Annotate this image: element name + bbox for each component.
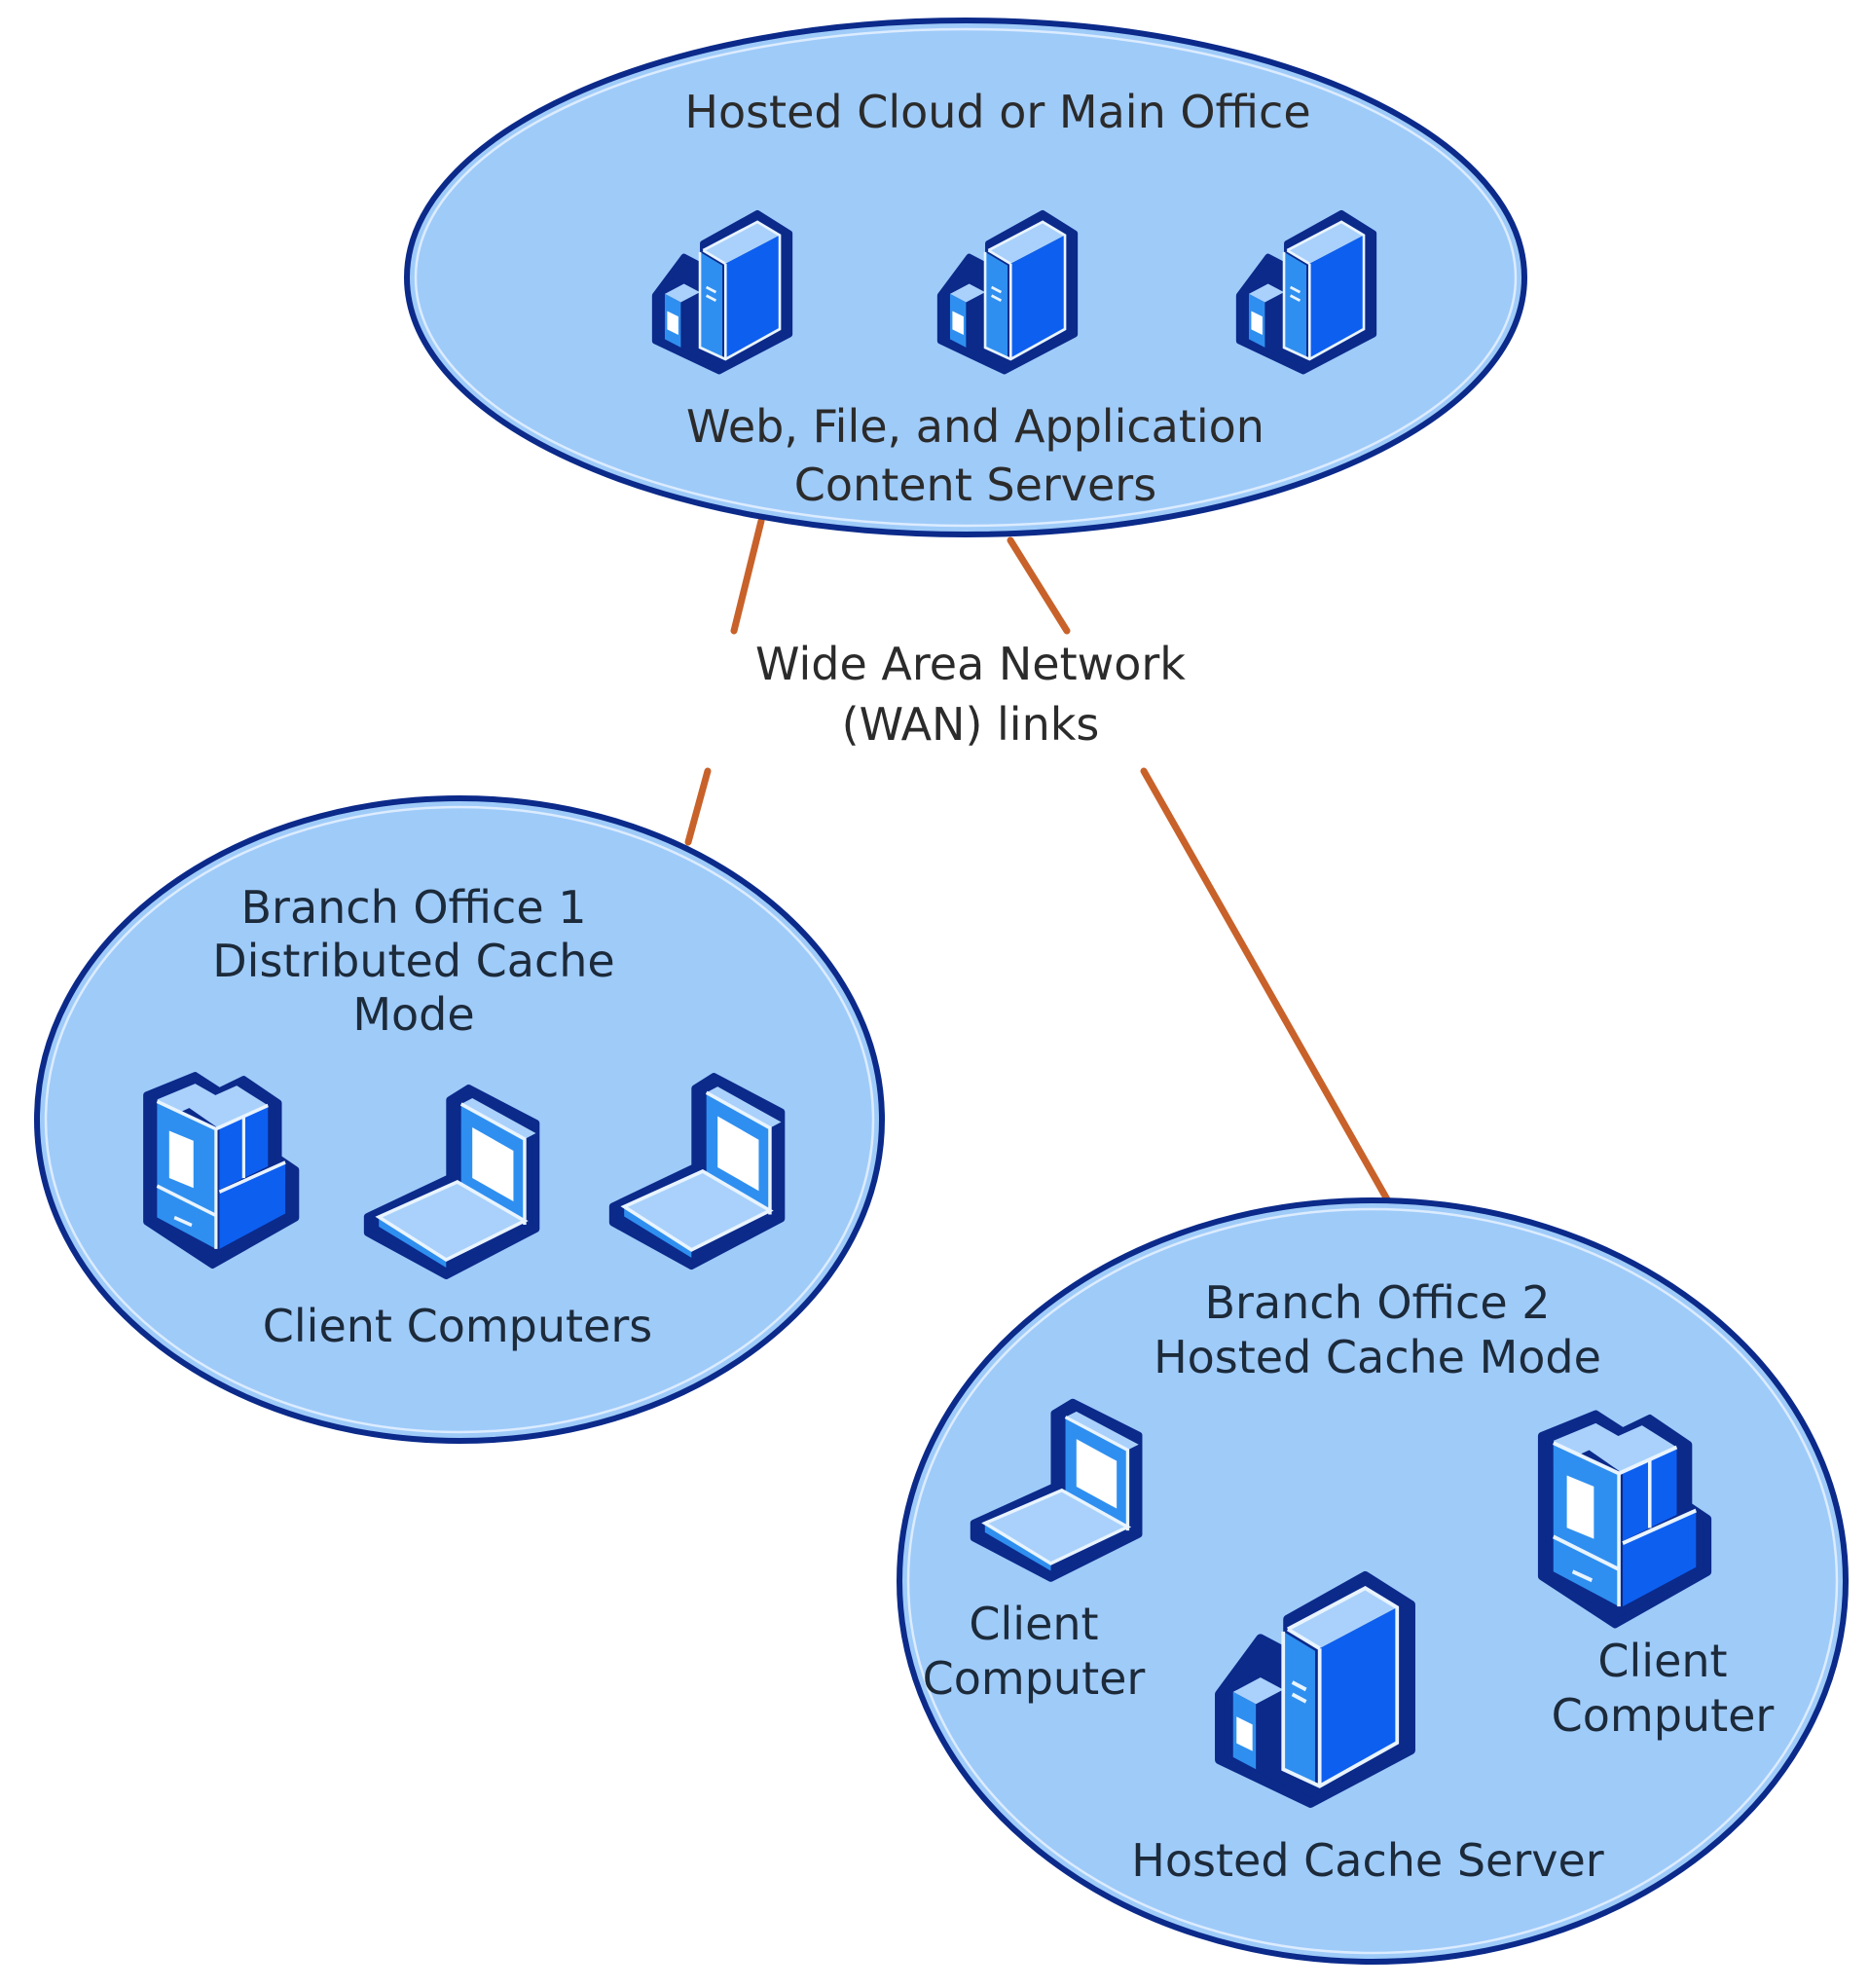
branch2-right-client-line1: Client xyxy=(1597,1635,1727,1687)
wan-label: Wide Area Network (WAN) links xyxy=(755,638,1186,751)
branch2-title-line1: Branch Office 2 xyxy=(1204,1276,1550,1329)
branch2-left-client-line2: Computer xyxy=(923,1652,1146,1705)
main-office-ellipse-highlight xyxy=(414,27,1518,528)
wan-label-line2: (WAN) links xyxy=(842,698,1100,751)
wan-link-main-to-branch1-upper xyxy=(730,517,765,635)
branch1-title-line1: Branch Office 1 xyxy=(240,881,586,934)
wan-link-branch2-lower xyxy=(1140,767,1391,1203)
branch2-title-line2: Hosted Cache Mode xyxy=(1154,1331,1601,1383)
branch2-left-client-line1: Client xyxy=(969,1598,1098,1650)
branch1-title-line3: Mode xyxy=(352,988,474,1041)
branch-office-2-zone: Branch Office 2 Hosted Cache Mode Client… xyxy=(897,1197,1849,1965)
branch2-right-client-line2: Computer xyxy=(1552,1689,1775,1742)
branch-office-1-ellipse-highlight xyxy=(44,805,875,1434)
branch1-caption: Client Computers xyxy=(263,1300,652,1352)
wan-link-branch1-lower xyxy=(684,767,712,846)
servers-caption-line2: Content Servers xyxy=(794,459,1156,511)
main-office-zone: Hosted Cloud or Main Office Web, File, a… xyxy=(404,18,1527,537)
wan-links xyxy=(684,517,1391,1203)
wan-label-line1: Wide Area Network xyxy=(755,638,1186,690)
hosted-cache-server-caption: Hosted Cache Server xyxy=(1131,1834,1603,1887)
branch-office-2-ellipse-highlight xyxy=(906,1207,1839,1955)
main-office-title: Hosted Cloud or Main Office xyxy=(684,86,1310,138)
wan-link-main-to-branch2-upper xyxy=(1007,536,1071,635)
servers-caption-line1: Web, File, and Application xyxy=(686,400,1264,453)
branch1-title-line2: Distributed Cache xyxy=(212,935,614,987)
branch-office-1-zone: Branch Office 1 Distributed Cache Mode C… xyxy=(34,795,885,1444)
